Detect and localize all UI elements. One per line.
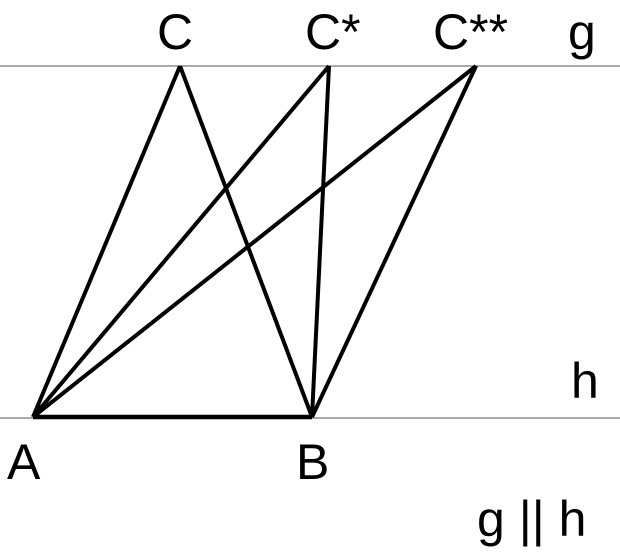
segment-bc-star	[310, 65, 331, 418]
label-point-c-star: C*	[305, 4, 361, 60]
label-point-c: C	[157, 4, 193, 60]
label-point-a: A	[7, 434, 41, 490]
segment-ac	[31, 65, 182, 418]
segment-ac-star	[31, 64, 331, 419]
segment-ac-star-star	[31, 64, 478, 419]
label-line-h: h	[571, 353, 599, 409]
label-parallel-note: g || h	[477, 491, 586, 547]
label-point-b: B	[296, 434, 329, 490]
label-point-c-star-star: C**	[433, 4, 508, 60]
label-line-g: g	[568, 4, 596, 60]
segment-bc-star-star	[310, 65, 478, 418]
segment-bc	[178, 65, 314, 418]
